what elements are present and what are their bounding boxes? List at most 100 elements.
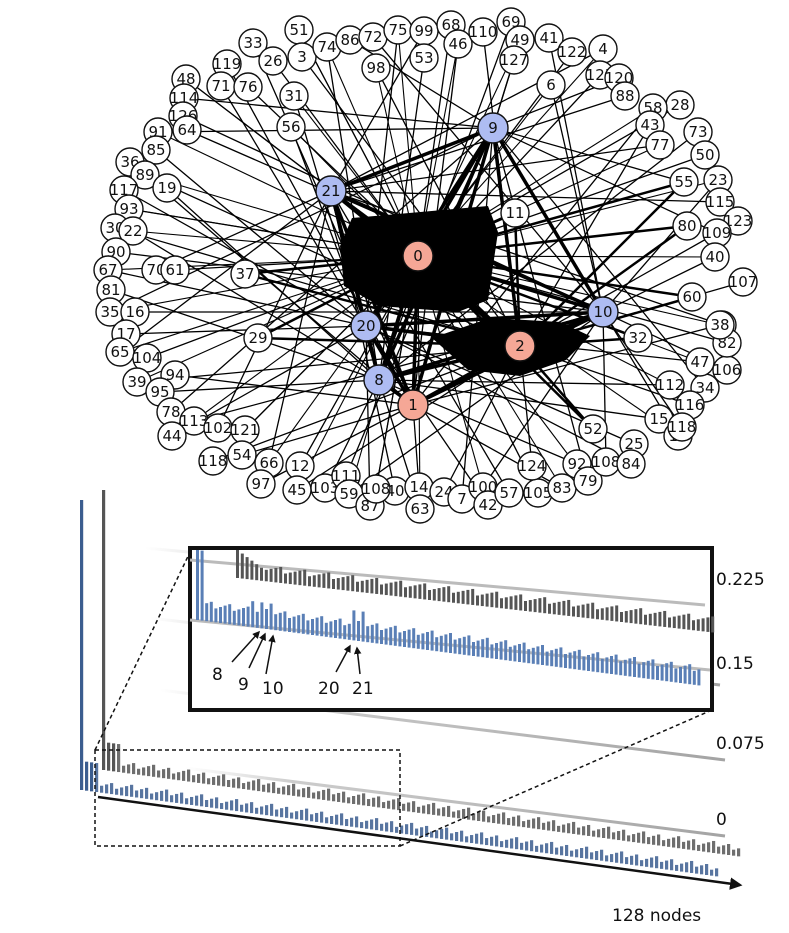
gray-bar xyxy=(577,827,581,835)
blue-bar xyxy=(470,835,474,844)
graph-node: 74 xyxy=(312,32,342,62)
inset-gray-bar xyxy=(639,608,643,625)
inset-gray-bar xyxy=(471,588,475,605)
inset-blue-bar xyxy=(251,601,255,628)
gray-bar xyxy=(287,785,291,796)
blue-bar xyxy=(440,828,444,839)
graph-edge xyxy=(330,95,626,192)
inset-blue-bar xyxy=(637,663,641,678)
tick-label-0225: 0.225 xyxy=(716,570,765,590)
inset-blue-bar xyxy=(485,637,489,658)
svg-text:64: 64 xyxy=(177,121,196,139)
inset-blue-bar xyxy=(633,657,636,677)
inset-label-10: 10 xyxy=(262,679,284,699)
blue-bar xyxy=(100,785,104,793)
inset-blue-bar xyxy=(214,608,218,623)
zoom-connector-bottom xyxy=(399,709,713,847)
inset-blue-bar xyxy=(297,615,301,634)
graph-node: 33 xyxy=(238,28,268,58)
graph-edge xyxy=(174,374,414,406)
gray-bar xyxy=(587,824,591,836)
svg-text:108: 108 xyxy=(592,453,621,471)
inset-blue-bar xyxy=(490,644,494,659)
gray-bar xyxy=(512,816,516,826)
gray-bar xyxy=(222,774,226,787)
blue-bar xyxy=(370,819,374,830)
gray-bar xyxy=(507,818,511,826)
gray-bar xyxy=(642,831,646,844)
gray-bar xyxy=(722,845,726,855)
gray-bar xyxy=(292,783,296,796)
svg-text:50: 50 xyxy=(695,146,714,164)
graph-node-blue: 21 xyxy=(315,175,347,207)
svg-text:20: 20 xyxy=(356,317,375,335)
gray-bar xyxy=(477,812,481,821)
blue-bar xyxy=(575,849,579,858)
inset-gray-bar xyxy=(576,605,580,618)
svg-text:54: 54 xyxy=(232,446,251,464)
svg-text:70: 70 xyxy=(146,261,165,279)
inset-gray-bar xyxy=(418,584,422,599)
blue-bar xyxy=(605,855,609,862)
inset-gray-bar xyxy=(495,591,499,608)
svg-text:98: 98 xyxy=(366,59,385,77)
blue-bar xyxy=(195,795,199,806)
graph-node: 11 xyxy=(500,198,530,228)
graph-node: 71 xyxy=(206,71,236,101)
svg-text:52: 52 xyxy=(583,420,602,438)
graph-node: 110 xyxy=(468,17,498,47)
blue-bar xyxy=(280,808,284,818)
gray-bar xyxy=(357,794,361,805)
blue-bar xyxy=(420,827,424,837)
svg-text:97: 97 xyxy=(251,475,270,493)
inset-blue-bar xyxy=(416,634,420,649)
gray-bar xyxy=(312,792,316,799)
inset-gray-bar xyxy=(351,575,355,592)
blue-bar xyxy=(380,823,384,831)
gray-bar xyxy=(152,764,156,777)
svg-text:47: 47 xyxy=(690,353,709,371)
inset-gray-bar xyxy=(476,595,479,606)
svg-text:14: 14 xyxy=(409,478,428,496)
hub-edge xyxy=(491,127,605,313)
svg-text:124: 124 xyxy=(518,457,547,475)
blue-bar xyxy=(705,864,709,875)
svg-text:16: 16 xyxy=(125,303,144,321)
gray-bar xyxy=(487,816,491,823)
gray-bar xyxy=(492,815,496,824)
inset-gray-bar xyxy=(408,586,412,598)
gray-bar xyxy=(702,843,706,852)
inset-blue-bar xyxy=(495,643,498,659)
graph-edge xyxy=(492,127,589,482)
graph-node: 97 xyxy=(246,469,276,499)
blue-bar xyxy=(460,830,464,842)
blue-bar xyxy=(645,858,649,867)
graph-node: 56 xyxy=(276,112,306,142)
inset-gray-bar xyxy=(572,606,575,617)
gray-bar xyxy=(347,797,351,804)
gray-bar xyxy=(147,766,151,777)
inset-blue-bar xyxy=(467,635,471,656)
graph-node: 99 xyxy=(409,16,439,46)
blue-bar xyxy=(430,831,434,838)
inset-gray-bar xyxy=(615,605,619,622)
blue-bar xyxy=(300,809,304,820)
inset-blue-bar xyxy=(688,664,692,685)
gray-bar xyxy=(102,490,106,770)
inset-gray-bar xyxy=(269,568,273,582)
svg-text:118: 118 xyxy=(668,418,697,436)
inset-gray-bar xyxy=(653,612,657,626)
svg-text:89: 89 xyxy=(135,166,154,184)
inset-blue-bar xyxy=(274,614,278,631)
inset-blue-bar xyxy=(278,612,282,631)
gray-bar xyxy=(342,791,346,803)
gray-bar xyxy=(682,841,686,849)
inset-blue-bar xyxy=(301,613,305,634)
blue-bar xyxy=(525,841,529,851)
graph-edge xyxy=(170,127,494,413)
gray-bar xyxy=(277,787,281,794)
inset-blue-bar xyxy=(582,656,586,671)
inset-blue-bar xyxy=(370,624,374,643)
gray-bar xyxy=(402,803,406,811)
graph-node: 43 xyxy=(635,110,665,140)
